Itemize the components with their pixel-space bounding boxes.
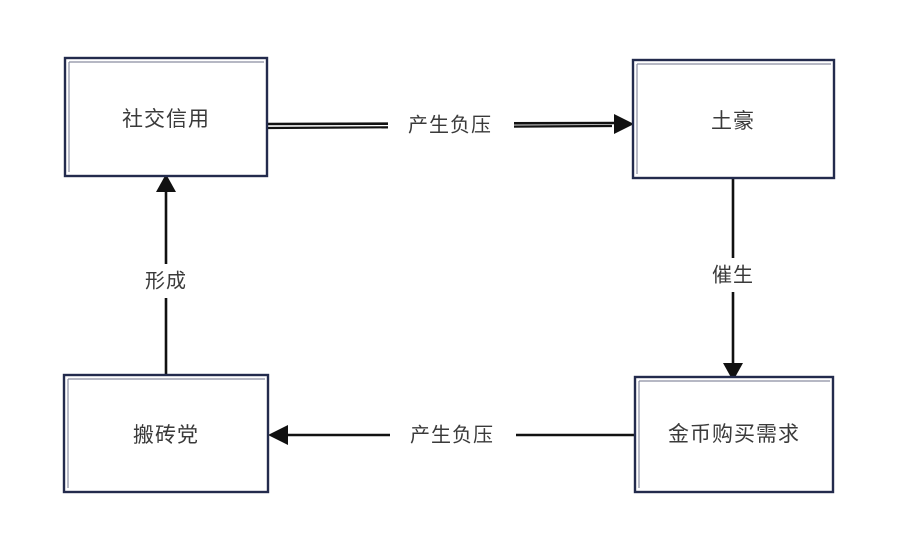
- edge-brick-mover-to-social-credit: 形成: [128, 174, 206, 375]
- arrow-head-left: [268, 425, 288, 445]
- edge-label-spawn: 催生: [712, 263, 754, 287]
- edge-social-credit-to-tycoon: 产生负压: [266, 108, 634, 140]
- node-gold-demand[interactable]: 金币购买需求: [633, 375, 835, 494]
- edge-label-produce-negative-pressure-top: 产生负压: [408, 113, 492, 137]
- edge-label-form: 形成: [145, 269, 187, 293]
- node-social-credit-inner-stroke: [68, 61, 264, 172]
- arrow-head-right: [614, 114, 634, 134]
- node-gold-demand-inner-stroke: [638, 380, 830, 488]
- edge-label-backdrop: [128, 264, 206, 298]
- node-brick-mover-box[interactable]: [62, 373, 270, 494]
- edge-tycoon-to-gold-demand: 催生: [695, 178, 773, 381]
- node-social-credit-label: 社交信用: [122, 107, 210, 131]
- node-gold-demand-label: 金币购买需求: [668, 422, 800, 446]
- edge-gold-demand-to-brick-mover: 产生负压: [268, 418, 634, 452]
- edge-label-backdrop: [388, 108, 514, 140]
- node-social-credit[interactable]: 社交信用: [63, 56, 269, 178]
- node-tycoon-inner-stroke: [636, 63, 831, 174]
- arrow-head-up: [156, 174, 176, 192]
- node-tycoon-box[interactable]: [631, 58, 836, 180]
- edge-label-backdrop: [695, 258, 773, 292]
- arrow-head-down: [723, 363, 743, 381]
- node-gold-demand-box[interactable]: [633, 375, 835, 494]
- edge-label-produce-negative-pressure-bottom: 产生负压: [410, 423, 494, 447]
- node-tycoon-label: 土豪: [711, 109, 755, 133]
- node-brick-mover-label: 搬砖党: [133, 423, 199, 447]
- node-brick-mover[interactable]: 搬砖党: [62, 373, 270, 494]
- node-social-credit-box[interactable]: [63, 56, 269, 178]
- node-tycoon[interactable]: 土豪: [631, 58, 836, 180]
- node-brick-mover-inner-stroke: [67, 378, 265, 488]
- edge-label-backdrop: [390, 418, 516, 452]
